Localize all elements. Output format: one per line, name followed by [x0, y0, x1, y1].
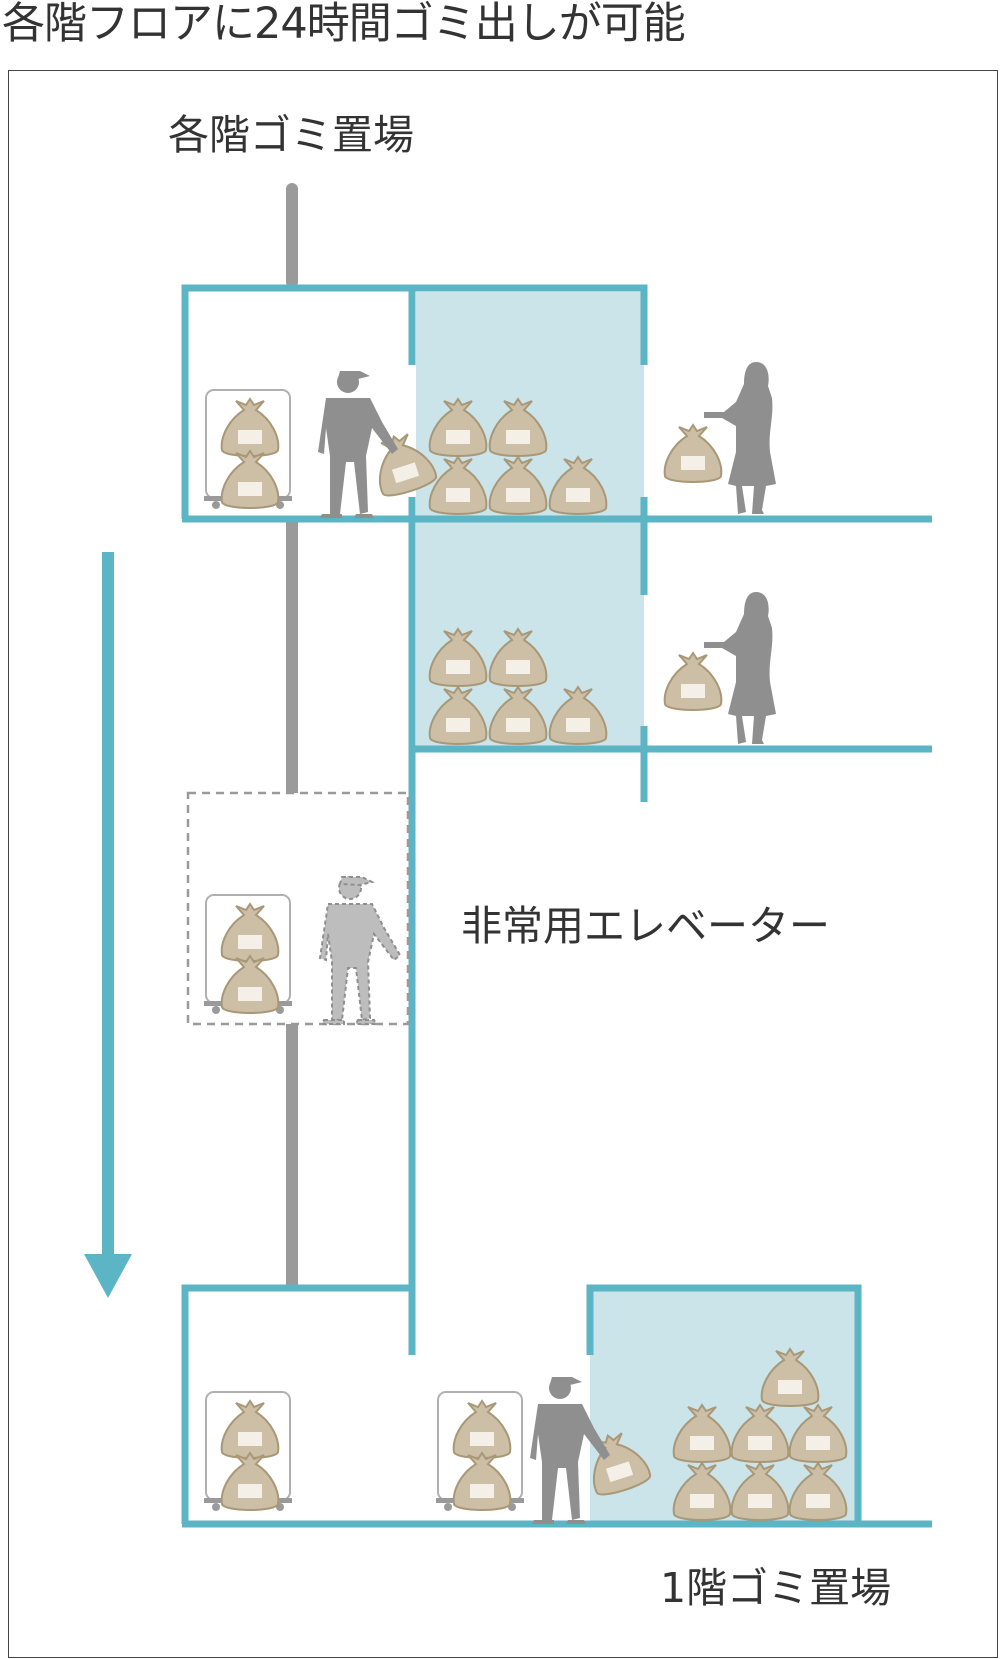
floor-storage-label: 各階ゴミ置場 [168, 111, 414, 159]
resident-icon [704, 592, 776, 744]
resident-icon [704, 362, 776, 514]
diagram-frame [8, 70, 998, 1658]
down-arrow-icon [84, 552, 132, 1298]
garbage-bag-icon [663, 424, 723, 711]
garbage-cart-icon [203, 894, 293, 1015]
page-title: 各階フロアに24時間ゴミ出しが可能 [2, 0, 686, 49]
worker-icon [319, 876, 401, 1025]
elevator-shaft [286, 183, 298, 1288]
garbage-cart-icon [203, 389, 293, 510]
elevator-car [186, 791, 410, 1026]
emergency-elevator-label: 非常用エレベーター [461, 902, 830, 950]
garbage-cart-icon [435, 1391, 525, 1512]
garbage-cart-icon [203, 1391, 293, 1512]
ground-storage-label: 1階ゴミ置場 [660, 1564, 892, 1612]
